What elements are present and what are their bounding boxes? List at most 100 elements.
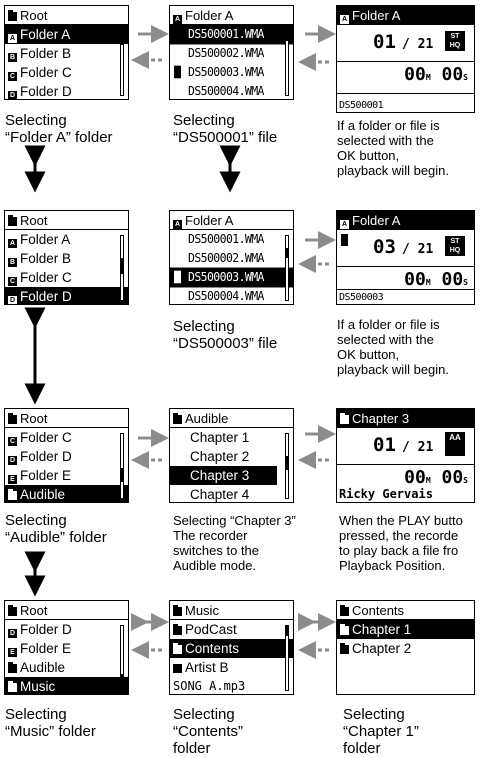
item-label: Audible xyxy=(20,487,66,502)
bookmark-icon xyxy=(341,234,348,246)
folder-d-icon: D xyxy=(8,629,17,638)
track-total: / 21 xyxy=(402,242,434,257)
folder-icon xyxy=(173,605,182,616)
title-name: Ricky Gervais xyxy=(339,487,433,501)
stereo-hq-badge: ST HQ xyxy=(445,236,465,256)
list-item[interactable]: Artist B xyxy=(170,658,293,677)
item-label: Artist B xyxy=(185,660,229,675)
list-item[interactable]: PodCast xyxy=(170,620,293,639)
bookmark-icon xyxy=(174,270,181,284)
list-item[interactable]: Chapter 1 xyxy=(337,620,474,639)
track-number: 01 xyxy=(373,434,396,456)
scrollbar[interactable] xyxy=(285,235,289,301)
track-total: / 21 xyxy=(402,440,434,455)
list-item[interactable]: Audible xyxy=(5,485,128,502)
stereo-hq-badge: ST HQ xyxy=(445,31,465,51)
item-label: Folder C xyxy=(20,430,72,445)
list-item[interactable]: Audible xyxy=(5,658,128,677)
item-label: Chapter 2 xyxy=(352,641,412,656)
scrollbar[interactable] xyxy=(120,30,124,96)
list-item[interactable]: DS500004.WMA xyxy=(188,288,264,304)
list-item[interactable]: Chapter 2 xyxy=(190,449,250,464)
artist-icon xyxy=(173,664,182,673)
screen-header: Contents xyxy=(337,601,474,620)
list-item[interactable]: DS500003.WMA xyxy=(170,63,293,83)
scrollbar[interactable] xyxy=(120,625,124,691)
scrollbar[interactable] xyxy=(285,30,289,96)
list-item[interactable]: Chapter 2 xyxy=(337,639,474,658)
list-item[interactable]: Music xyxy=(5,677,128,694)
folder-a-icon: A xyxy=(173,220,182,229)
caption-ds500003: Selecting“DS500003” file xyxy=(173,318,278,352)
elapsed-time: 00M 00S xyxy=(404,64,468,85)
list-item[interactable]: DS500001.WMA xyxy=(188,231,264,247)
scrollbar[interactable] xyxy=(120,235,124,301)
screen-header: Root xyxy=(5,601,128,620)
folder-d-icon: D xyxy=(8,456,17,465)
item-label: Music xyxy=(20,679,56,694)
screen-audible-chapters: Audible Chapter 1 Chapter 2 Chapter 3 Ch… xyxy=(169,408,294,503)
screen-header: Root xyxy=(5,409,128,428)
folder-icon xyxy=(173,643,182,654)
file-name: DS500001 xyxy=(339,100,384,111)
item-label: Folder C xyxy=(20,270,72,285)
scrollbar[interactable] xyxy=(120,433,124,499)
caption-music: Selecting“Music” folder xyxy=(5,706,96,740)
track-counter: 03 / 21 ST HQ xyxy=(337,230,474,267)
folder-b-icon: B xyxy=(8,53,17,62)
list-item[interactable]: DS500001.WMA xyxy=(170,24,293,45)
folder-a-icon: A xyxy=(340,220,349,229)
list-item[interactable]: DS500002.WMA xyxy=(188,45,264,61)
folder-icon xyxy=(8,605,17,616)
folder-b-icon: B xyxy=(8,258,17,267)
item-label: DS500003.WMA xyxy=(188,64,264,80)
list-item[interactable]: Chapter 3 xyxy=(170,466,277,485)
list-item[interactable]: DS500003.WMA xyxy=(170,267,293,288)
scrollbar[interactable] xyxy=(285,625,289,691)
item-label: Folder B xyxy=(20,251,72,266)
item-label: Folder B xyxy=(20,46,72,61)
folder-d-icon: D xyxy=(8,91,17,99)
folder-icon xyxy=(340,643,349,654)
folder-icon xyxy=(340,624,349,635)
folder-icon xyxy=(340,605,349,616)
list-item[interactable]: Chapter 4 xyxy=(190,487,250,502)
screen-header: Music xyxy=(170,601,293,620)
list-item[interactable]: SONG A.mp3 xyxy=(170,677,293,694)
folder-a-icon: A xyxy=(8,239,17,248)
track-counter: 01 / 21 ST HQ xyxy=(337,25,474,62)
list-item[interactable]: DS500002.WMA xyxy=(188,250,264,266)
list-item[interactable]: Chapter 1 xyxy=(190,430,250,445)
scrollbar[interactable] xyxy=(285,433,289,499)
caption-contents: Selecting“Contents”folder xyxy=(173,706,244,757)
folder-a-icon: A xyxy=(173,15,182,24)
screen-music-folder: Music PodCast Contents Artist B SONG A.m… xyxy=(169,600,294,695)
list-item[interactable]: DS500004.WMA xyxy=(188,83,264,99)
folder-e-icon: E xyxy=(8,475,17,484)
folder-icon xyxy=(8,10,17,21)
folder-e-icon: E xyxy=(8,648,17,657)
list-item[interactable]: Contents xyxy=(170,639,293,658)
